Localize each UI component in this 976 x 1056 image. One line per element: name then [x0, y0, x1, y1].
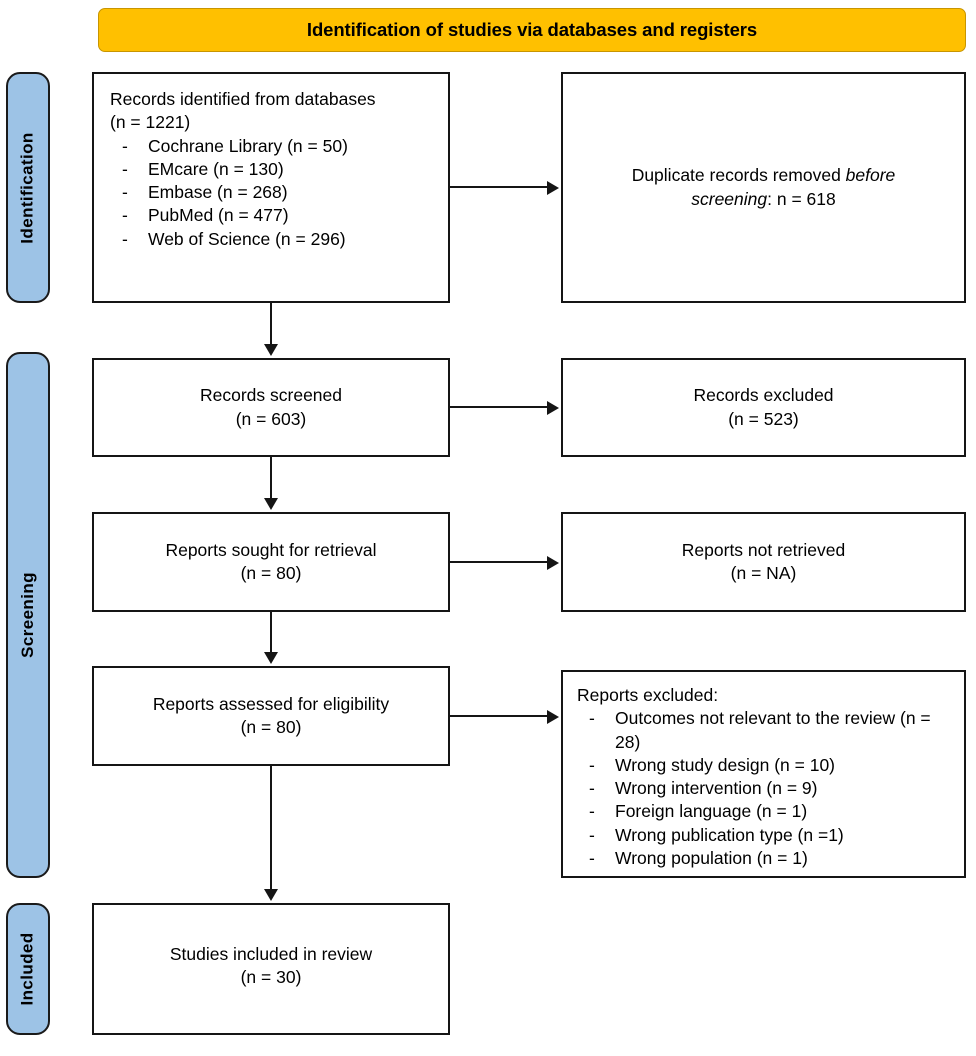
duplicates-italic-screening: screening [691, 188, 768, 209]
arrow-right-icon [547, 556, 559, 570]
connector-assessed-to-included [270, 766, 272, 891]
records-identified-count: (n = 1221) [110, 112, 191, 133]
bullet-dash-icon: - [122, 182, 128, 203]
stage-label-screening: Screening [6, 352, 50, 878]
connector-screened-to-excluded [450, 406, 549, 408]
connector-assessed-to-reports-excluded [450, 715, 549, 717]
list-item: - Wrong publication type (n =1) [577, 824, 956, 847]
stage-label-included: Included [6, 903, 50, 1035]
diagram-title: Identification of studies via databases … [306, 19, 758, 40]
bullet-dash-icon: - [589, 801, 595, 822]
list-item: - Foreign language (n = 1) [577, 800, 956, 823]
arrow-down-icon [264, 498, 278, 510]
arrow-right-icon [547, 401, 559, 415]
reason-outcomes-not-relevant: Outcomes not relevant to the review (n =… [615, 708, 931, 752]
stage-label-identification: Identification [6, 72, 50, 303]
reports-not-retrieved-label: Reports not retrieved [681, 539, 846, 560]
records-identified-heading: Records identified from databases [110, 89, 376, 109]
reports-sought-count: (n = 80) [240, 563, 302, 583]
list-item: - Cochrane Library (n = 50) [110, 135, 348, 158]
bullet-dash-icon: - [589, 847, 595, 868]
list-item: - Wrong study design (n = 10) [577, 754, 956, 777]
connector-screened-to-sought [270, 457, 272, 500]
box-studies-included-in-review: Studies included in review (n = 30) [92, 903, 450, 1035]
stage-label-screening-text: Screening [18, 572, 38, 658]
bullet-dash-icon: - [122, 158, 128, 179]
diagram-header-banner: Identification of studies via databases … [98, 8, 966, 52]
reason-wrong-population: Wrong population (n = 1) [615, 847, 808, 868]
list-item: - Web of Science (n = 296) [110, 228, 348, 251]
connector-identified-to-duplicates [450, 186, 549, 188]
bullet-dash-icon: - [589, 754, 595, 775]
list-item: - Wrong intervention (n = 9) [577, 777, 956, 800]
arrow-right-icon [547, 181, 559, 195]
box-reports-sought-for-retrieval: Reports sought for retrieval (n = 80) [92, 512, 450, 612]
list-item: - Wrong population (n = 1) [577, 847, 956, 870]
box-reports-not-retrieved: Reports not retrieved (n = NA) [561, 512, 966, 612]
stage-label-included-text: Included [18, 932, 37, 1006]
reports-assessed-label: Reports assessed for eligibility [152, 693, 390, 714]
bullet-dash-icon: - [122, 205, 128, 226]
box-records-identified: Records identified from databases (n = 1… [92, 72, 450, 303]
connector-sought-to-assessed [270, 612, 272, 654]
list-item: - EMcare (n = 130) [110, 158, 348, 181]
duplicates-line-2: screening: n = 618 [691, 188, 836, 211]
source-pubmed: PubMed (n = 477) [148, 205, 289, 226]
records-excluded-count: (n = 523) [728, 408, 799, 429]
records-identified-source-list: - Cochrane Library (n = 50) - EMcare (n … [110, 135, 348, 251]
studies-included-count: (n = 30) [240, 967, 302, 988]
bullet-dash-icon: - [589, 708, 595, 729]
bullet-dash-icon: - [122, 228, 128, 249]
arrow-down-icon [264, 344, 278, 356]
bullet-dash-icon: - [122, 135, 128, 156]
arrow-right-icon [547, 710, 559, 724]
list-item: - PubMed (n = 477) [110, 204, 348, 227]
box-reports-excluded-reasons: Reports excluded: - Outcomes not relevan… [561, 670, 966, 878]
records-screened-label: Records screened [199, 385, 343, 406]
list-item: - Outcomes not relevant to the review (n… [577, 707, 956, 754]
reports-assessed-count: (n = 80) [240, 717, 302, 737]
bullet-dash-icon: - [589, 778, 595, 799]
source-emcare: EMcare (n = 130) [148, 158, 284, 179]
arrow-down-icon [264, 652, 278, 664]
bullet-dash-icon: - [589, 824, 595, 845]
reason-foreign-language: Foreign language (n = 1) [615, 801, 808, 822]
records-screened-count: (n = 603) [235, 408, 307, 429]
reports-excluded-reason-list: - Outcomes not relevant to the review (n… [577, 707, 956, 870]
duplicates-italic-before: before [845, 165, 896, 186]
duplicates-count: : n = 618 [767, 188, 836, 209]
connector-identified-to-screened [270, 303, 272, 346]
stage-label-identification-text: Identification [18, 131, 38, 244]
reports-not-retrieved-count: (n = NA) [730, 563, 797, 583]
reason-wrong-study-design: Wrong study design (n = 10) [615, 754, 836, 775]
reports-excluded-heading: Reports excluded: [577, 685, 719, 705]
reports-sought-label: Reports sought for retrieval [165, 539, 377, 560]
duplicates-prefix: Duplicate records removed [631, 165, 846, 186]
box-records-excluded: Records excluded (n = 523) [561, 358, 966, 457]
box-records-screened: Records screened (n = 603) [92, 358, 450, 457]
source-cochrane: Cochrane Library (n = 50) [148, 135, 348, 156]
list-item: - Embase (n = 268) [110, 181, 348, 204]
reason-wrong-publication-type: Wrong publication type (n =1) [615, 824, 844, 845]
records-excluded-label: Records excluded [693, 385, 834, 406]
source-embase: Embase (n = 268) [148, 182, 288, 203]
box-duplicate-records-removed: Duplicate records removed before screeni… [561, 72, 966, 303]
studies-included-label: Studies included in review [169, 944, 373, 964]
duplicates-line-1: Duplicate records removed before [632, 164, 896, 187]
connector-sought-to-not-retrieved [450, 561, 549, 563]
arrow-down-icon [264, 889, 278, 901]
box-reports-assessed-for-eligibility: Reports assessed for eligibility (n = 80… [92, 666, 450, 766]
source-web-of-science: Web of Science (n = 296) [148, 228, 346, 249]
reason-wrong-intervention: Wrong intervention (n = 9) [615, 778, 818, 799]
